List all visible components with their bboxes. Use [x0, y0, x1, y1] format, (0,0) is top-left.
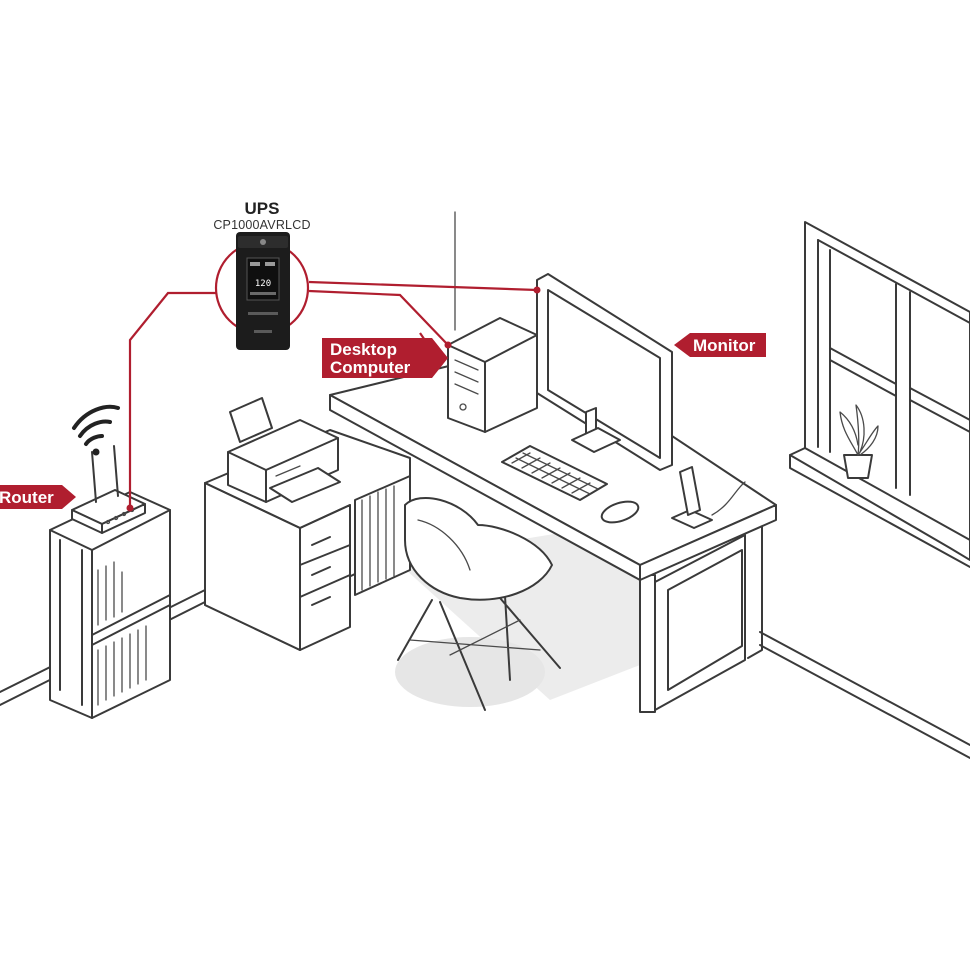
monitor-label: Monitor	[674, 333, 766, 357]
ups-title: UPS	[245, 199, 280, 218]
desktop-computer	[447, 317, 538, 433]
monitor-label-text: Monitor	[693, 336, 756, 355]
desktop-computer-label: Desktop Computer	[322, 338, 448, 378]
potted-plant-icon	[839, 404, 879, 479]
mouse	[600, 500, 640, 524]
ups-model: CP1000AVRLCD	[213, 218, 310, 232]
keyboard	[501, 445, 608, 501]
desktop-label-line2: Computer	[330, 358, 411, 377]
bookshelf	[49, 491, 171, 719]
router-label: Router	[0, 485, 76, 509]
monitor	[536, 273, 673, 471]
ups-callout: UPS CP1000AVRLCD 120	[213, 199, 310, 350]
desk	[204, 344, 777, 713]
phone-dock	[671, 466, 746, 529]
ups-lcd-reading: 120	[255, 279, 271, 289]
wifi-icon	[72, 404, 120, 456]
desktop-label-line1: Desktop	[330, 340, 397, 359]
router-label-text: Router	[0, 488, 54, 507]
printer	[227, 397, 341, 503]
router	[71, 445, 146, 534]
chair	[397, 496, 561, 711]
window	[789, 221, 970, 568]
